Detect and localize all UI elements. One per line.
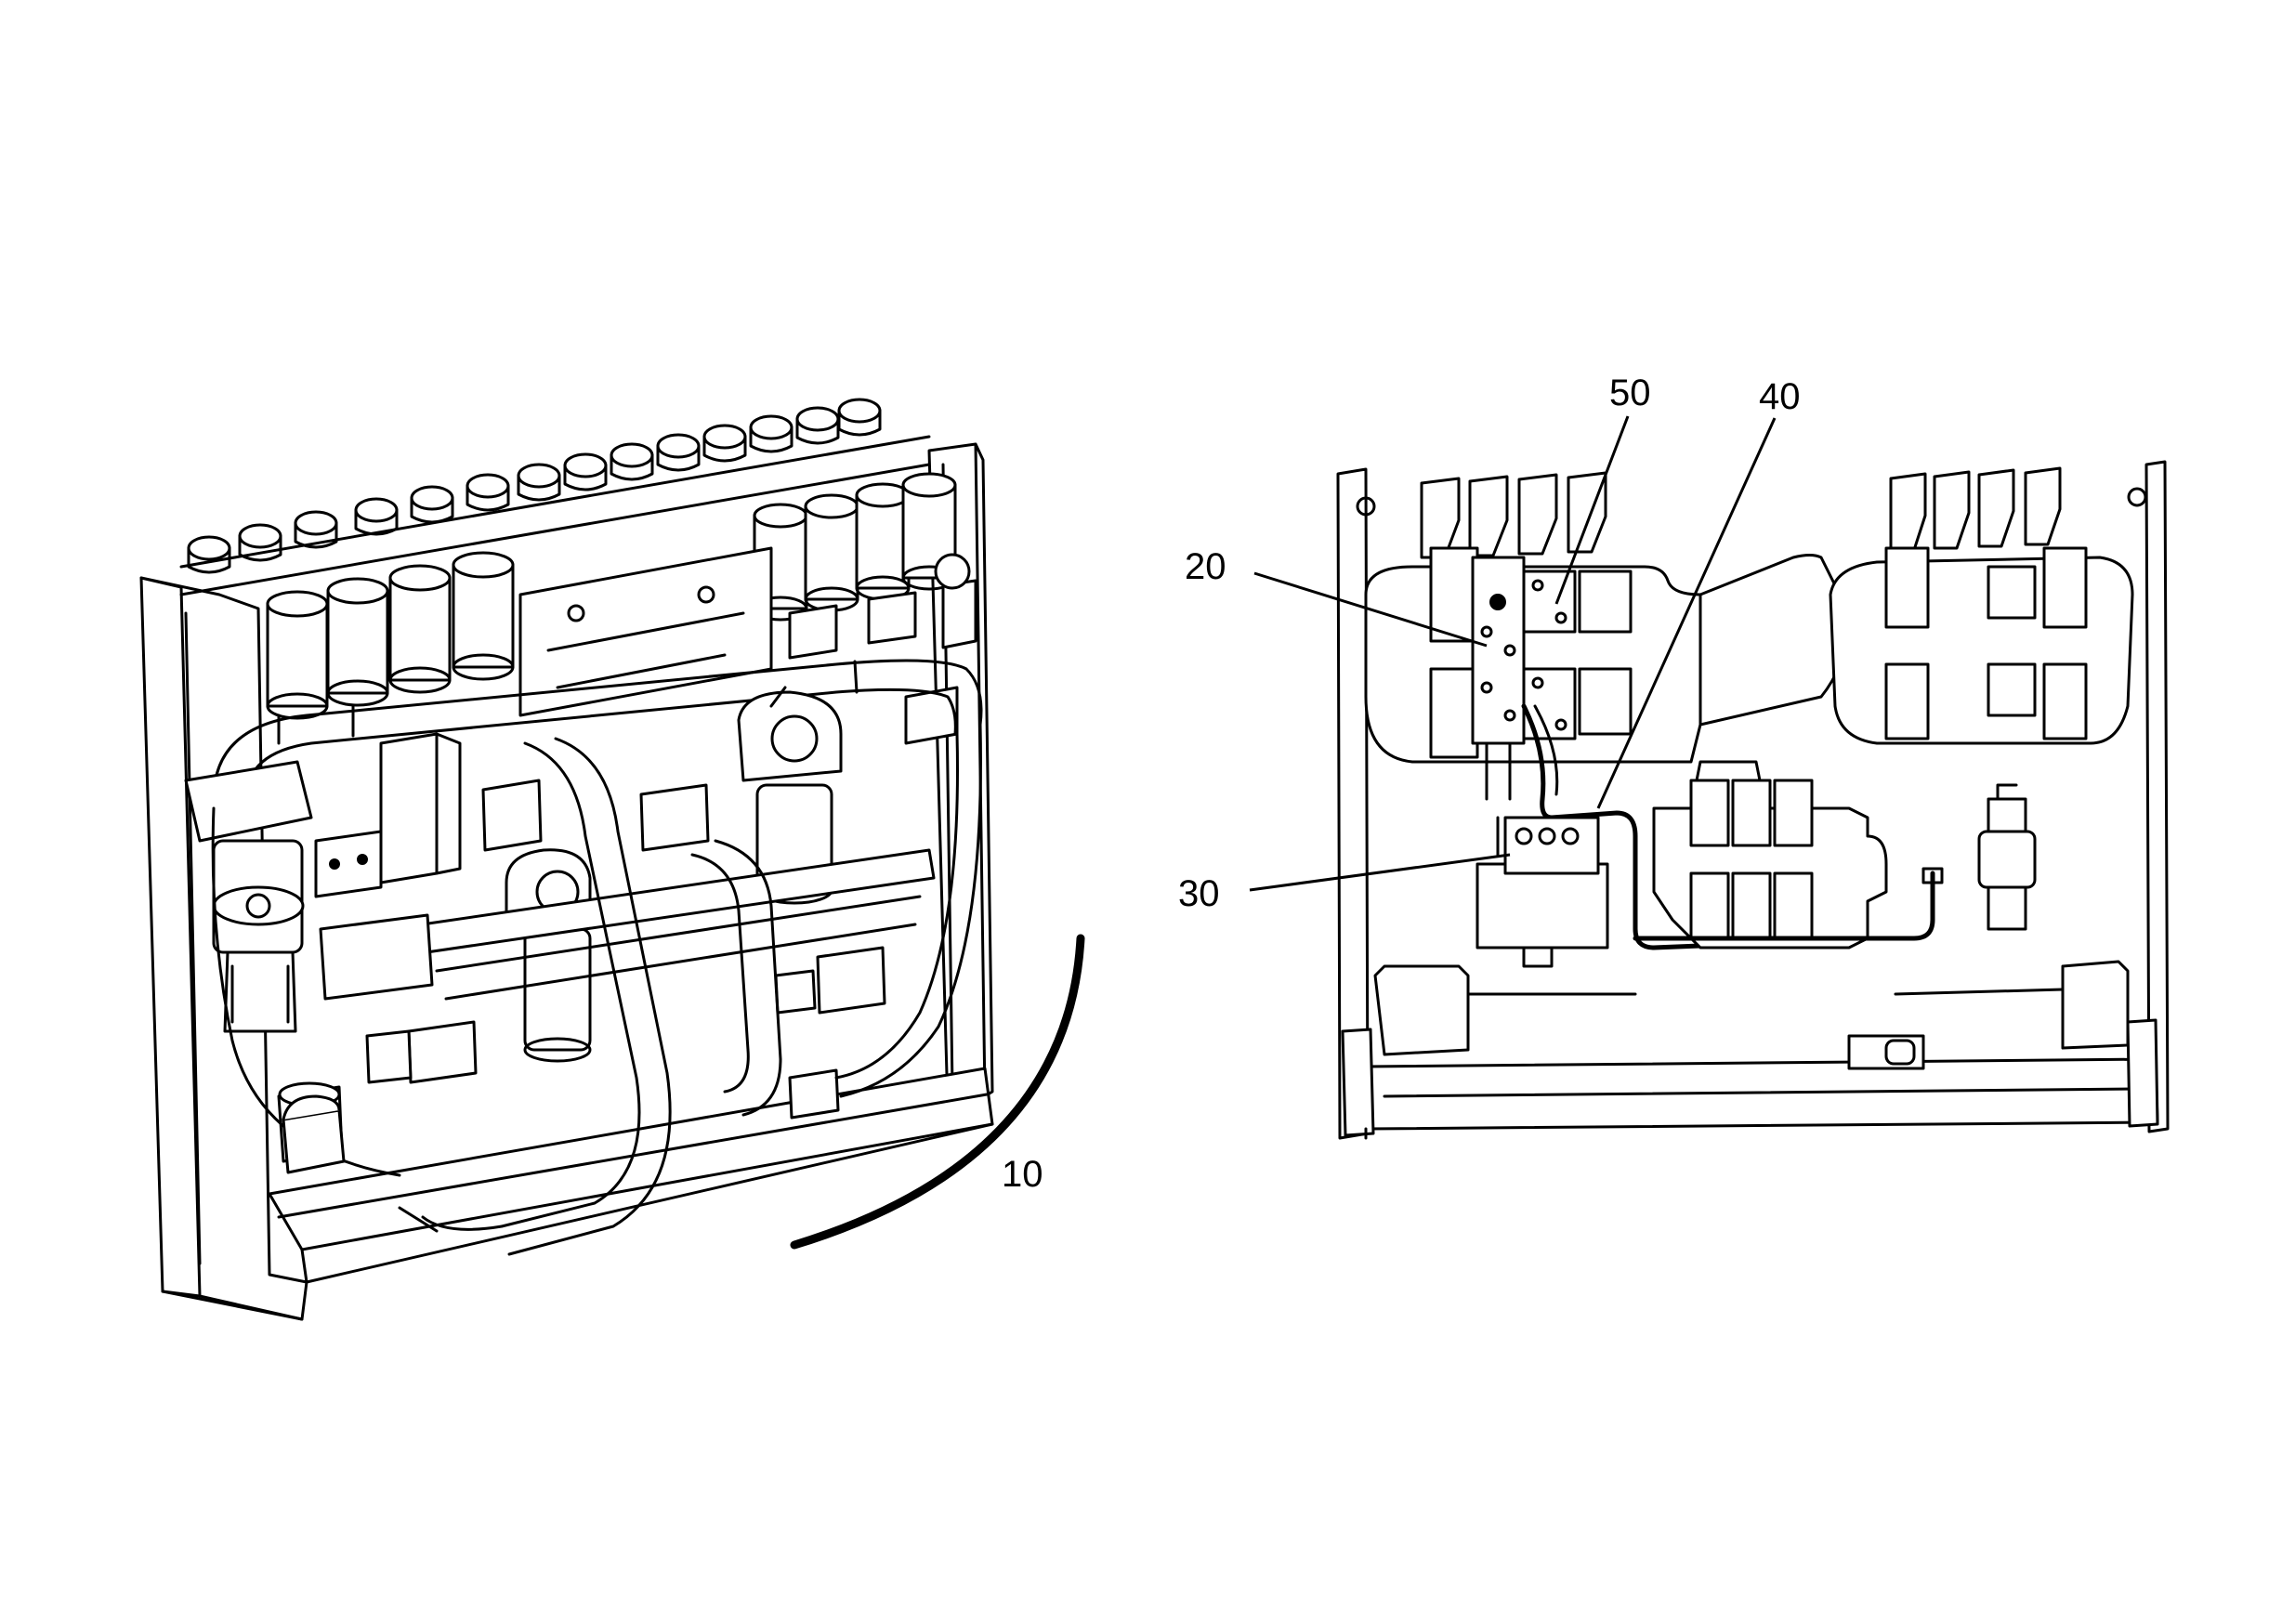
- plan-right-housing: [1829, 466, 2134, 745]
- callout-leaders: [1249, 415, 1777, 892]
- central-tall-block: [314, 732, 462, 898]
- middle-crossbar: [388, 848, 936, 1001]
- top-hose: [212, 659, 983, 801]
- plan-bottom-boxes: [1373, 960, 2130, 1070]
- plan-central-valve-bank: [1652, 760, 1888, 950]
- callout-10-arc: [790, 934, 1085, 1250]
- callout-10: 10: [1002, 1154, 1043, 1195]
- callout-labels: 10 20 30 40 50: [1002, 373, 1801, 1195]
- plan-manifold-20: [1471, 556, 1577, 801]
- callout-20: 20: [1185, 546, 1226, 587]
- left-filter-assembly: [184, 760, 313, 1033]
- plan-outer-frame: [1336, 460, 2170, 1140]
- plan-small-filter: [1977, 783, 2037, 931]
- plan-block-30: [1475, 816, 1609, 968]
- assembly-bottom-rail: [268, 1067, 994, 1284]
- callout-50: 50: [1609, 373, 1651, 413]
- callout-30: 30: [1178, 873, 1220, 914]
- left-cylinder-group: [266, 551, 515, 720]
- middle-filter: [505, 848, 592, 1063]
- plan-view: [1336, 460, 2170, 1140]
- bottom-solenoid: [282, 1094, 346, 1174]
- isometric-assembly: [139, 398, 1085, 1321]
- main-hoses: [211, 723, 982, 1256]
- back-manifold-plate: [518, 546, 773, 717]
- right-valve-blocks: [788, 553, 977, 745]
- callout-40: 40: [1759, 376, 1801, 417]
- plan-right-pipe: [1633, 871, 1935, 941]
- top-cap-row: [179, 398, 931, 596]
- right-cylinder-group: [753, 472, 957, 622]
